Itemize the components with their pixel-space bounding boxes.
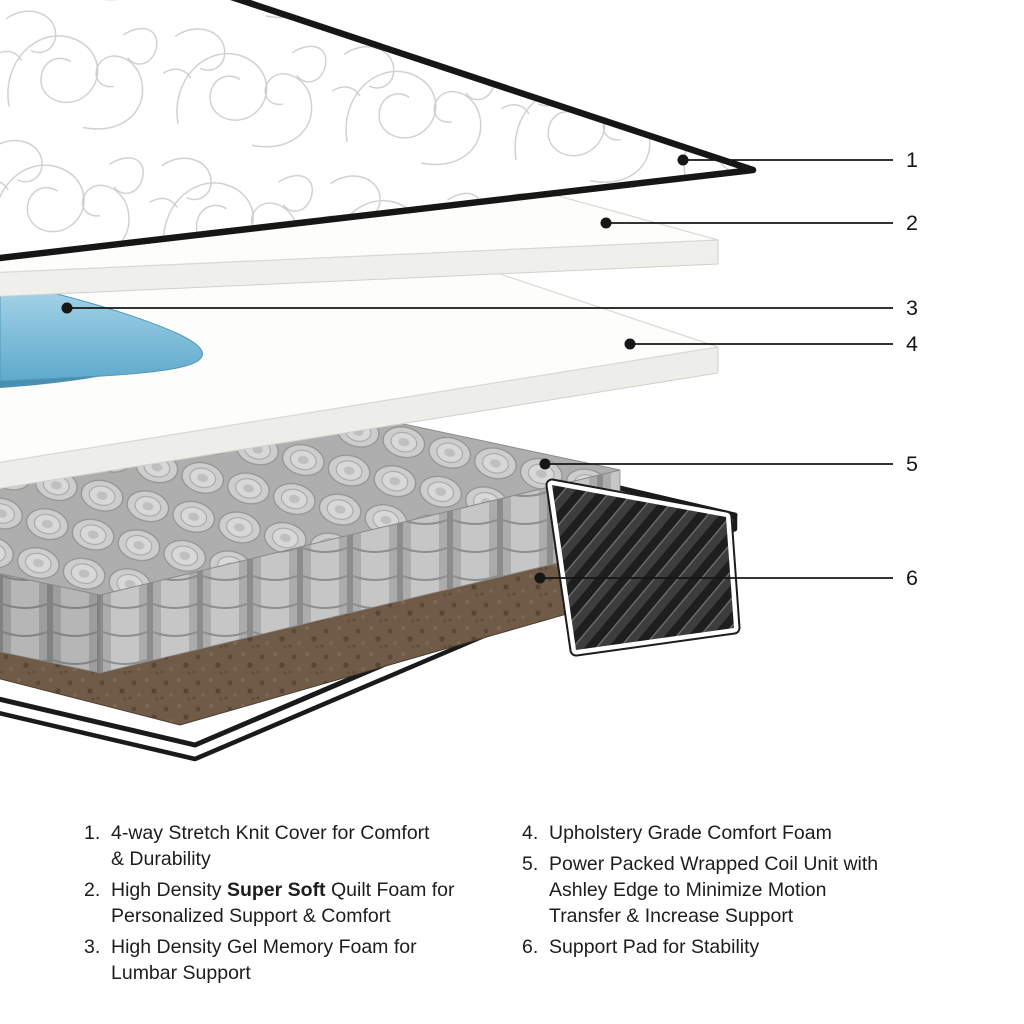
legend-number-1: 1. — [84, 822, 101, 844]
callout-number-5: 5 — [906, 452, 918, 476]
legend-item-2: 2. High Density Super Soft Quilt Foam fo… — [84, 877, 522, 929]
callouts: 1 2 3 4 5 — [61, 148, 918, 590]
legend-item-6: 6. Support Pad for Stability — [522, 934, 964, 960]
callout-6: 6 — [534, 566, 918, 590]
callout-number-3: 3 — [906, 296, 918, 320]
legend-text-5: Power Packed Wrapped Coil Unit with Ashl… — [549, 853, 879, 927]
callout-dot-3 — [61, 302, 73, 314]
legend-number-6: 6. — [522, 936, 539, 958]
stretch-knit-cover-layer — [0, 0, 757, 262]
exploded-mattress-illustration: 1 2 3 4 5 — [0, 0, 918, 762]
callout-1: 1 — [677, 148, 918, 172]
legend-column-left: 1. 4-way Stretch Knit Cover for Comfort … — [84, 820, 522, 991]
callout-dot-1 — [677, 154, 689, 166]
legend-item-5: 5. Power Packed Wrapped Coil Unit with A… — [522, 851, 964, 929]
legend-number-5: 5. — [522, 853, 539, 875]
callout-number-6: 6 — [906, 566, 918, 590]
legend-item-1: 1. 4-way Stretch Knit Cover for Comfort … — [84, 820, 522, 872]
callout-dot-6 — [534, 572, 546, 584]
cover-black-piping — [0, 0, 757, 262]
legend-number-4: 4. — [522, 822, 539, 844]
edge-support-corner — [545, 478, 741, 657]
callout-3: 3 — [61, 296, 918, 320]
legend-number-2: 2. — [84, 879, 101, 901]
callout-number-1: 1 — [906, 148, 918, 172]
callout-dot-2 — [600, 217, 612, 229]
legend-column-right: 4. Upholstery Grade Comfort Foam 5. Powe… — [522, 820, 964, 991]
callout-4: 4 — [624, 332, 918, 356]
legend-text-2: High Density Super Soft Quilt Foam for P… — [111, 879, 455, 927]
legend-bold-super-soft: Super Soft — [226, 879, 326, 901]
legend-number-3: 3. — [84, 936, 101, 958]
legend-text-3: High Density Gel Memory Foam for Lumbar … — [111, 936, 417, 984]
legend-text-1: 4-way Stretch Knit Cover for Comfort & D… — [111, 822, 430, 870]
legend-text-4: Upholstery Grade Comfort Foam — [549, 822, 832, 844]
gel-memory-foam-layer — [0, 281, 203, 388]
callout-2: 2 — [600, 211, 918, 235]
legend-text-6: Support Pad for Stability — [549, 936, 760, 958]
legend-item-4: 4. Upholstery Grade Comfort Foam — [522, 820, 964, 846]
callout-dot-5 — [539, 458, 551, 470]
callout-5: 5 — [539, 452, 918, 476]
legend-item-3: 3. High Density Gel Memory Foam for Lumb… — [84, 934, 522, 986]
callout-dot-4 — [624, 338, 636, 350]
callout-number-2: 2 — [906, 211, 918, 235]
legend: 1. 4-way Stretch Knit Cover for Comfort … — [84, 820, 964, 991]
callout-number-4: 4 — [906, 332, 918, 356]
